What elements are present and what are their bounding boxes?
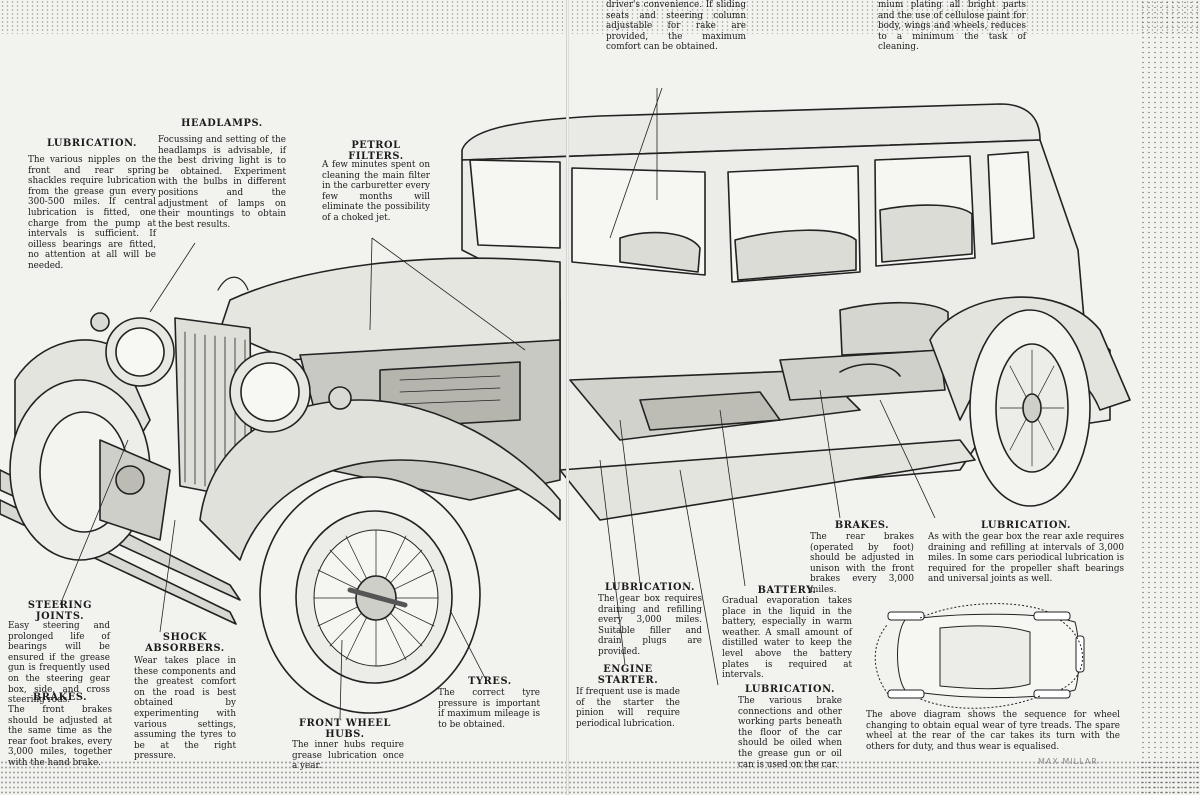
battery-title: BATTERY. — [757, 585, 817, 596]
lubrication-rear-axle-title: LUBRICATION. — [980, 520, 1072, 531]
brakes-front-title: BRAKES. — [32, 692, 88, 703]
artist-signature: MAX MILLAR — [1038, 757, 1098, 766]
headlamps-body: Focussing and setting of the headlamps i… — [158, 135, 286, 230]
top-fragment-right: mium plating all bright parts and the us… — [878, 0, 1026, 53]
engine-starter-title: ENGINE STARTER. — [597, 664, 659, 686]
lubrication-front-title: LUBRICATION. — [46, 138, 138, 149]
lubrication-brakes-body: The various brake connections and other … — [738, 696, 842, 770]
steering-joints-title: STEERING JOINTS. — [27, 600, 93, 622]
battery-body: Gradual evaporation takes place in the l… — [722, 596, 852, 681]
tyres-body: The correct tyre pressure is important i… — [438, 688, 540, 730]
brakes-rear-body: The rear brakes (operated by foot) shoul… — [810, 532, 914, 595]
shock-absorbers-title: SHOCK ABSORBERS. — [145, 632, 225, 654]
front-wheel-hubs-title: FRONT WHEEL HUBS. — [299, 718, 391, 740]
wheel-diagram-caption: The above diagram shows the sequence for… — [866, 710, 1120, 752]
lubrication-rear-axle-body: As with the gear box the rear axle requi… — [928, 532, 1124, 585]
brakes-front-body: The front brakes should be adjusted at t… — [8, 705, 112, 768]
tyres-title: TYRES. — [468, 676, 512, 687]
windscreen — [469, 159, 561, 249]
petrol-filters-title: PETROL FILTERS. — [348, 140, 404, 162]
page-fold — [566, 0, 569, 795]
bonnet — [219, 257, 561, 361]
front-wheel-hubs-body: The inner hubs require grease lubricatio… — [292, 740, 404, 772]
lubrication-gearbox-title: LUBRICATION. — [604, 582, 696, 593]
petrol-filters-body: A few minutes spent on cleaning the main… — [322, 160, 430, 223]
top-fragment-left: driver's convenience. If sliding seats a… — [606, 0, 746, 53]
lubrication-brakes-title: LUBRICATION. — [744, 684, 836, 695]
leader-lines — [59, 87, 936, 719]
quarter-window — [987, 151, 1035, 245]
running-board — [559, 439, 976, 521]
wheel-changing-diagram — [874, 603, 1085, 709]
headlamps-title: HEADLAMPS. — [181, 118, 263, 129]
lubrication-gearbox-body: The gear box requires draining and refil… — [598, 594, 702, 657]
lubrication-front-body: The various nipples on the front and rea… — [28, 155, 156, 271]
steering-joints-body: Easy steering and prolonged life of bear… — [8, 621, 110, 706]
brakes-rear-title: BRAKES. — [834, 520, 890, 531]
car-roof — [461, 103, 1041, 161]
engine-starter-body: If frequent use is made of the starter t… — [576, 687, 680, 729]
shock-absorbers-body: Wear takes place in these components and… — [134, 656, 236, 762]
